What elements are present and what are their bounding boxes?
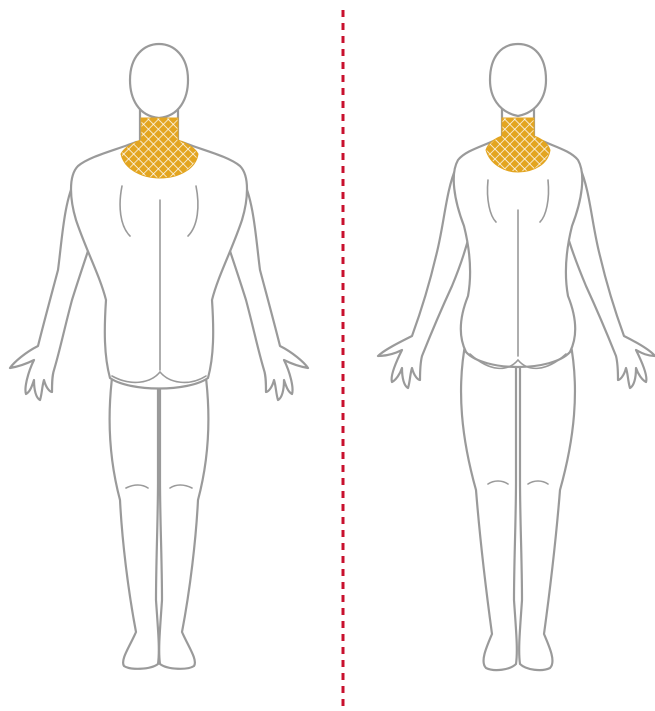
male-right-leg xyxy=(159,378,208,669)
female-right-leg xyxy=(519,340,575,670)
female-neck-highlight xyxy=(486,118,550,172)
female-head xyxy=(490,44,546,116)
male-neck-highlight xyxy=(121,118,198,178)
male-figure xyxy=(10,44,308,669)
male-torso xyxy=(71,142,247,389)
female-left-leg xyxy=(461,340,517,670)
male-left-leg xyxy=(110,378,159,669)
female-figure xyxy=(378,44,655,670)
male-head xyxy=(130,44,188,118)
